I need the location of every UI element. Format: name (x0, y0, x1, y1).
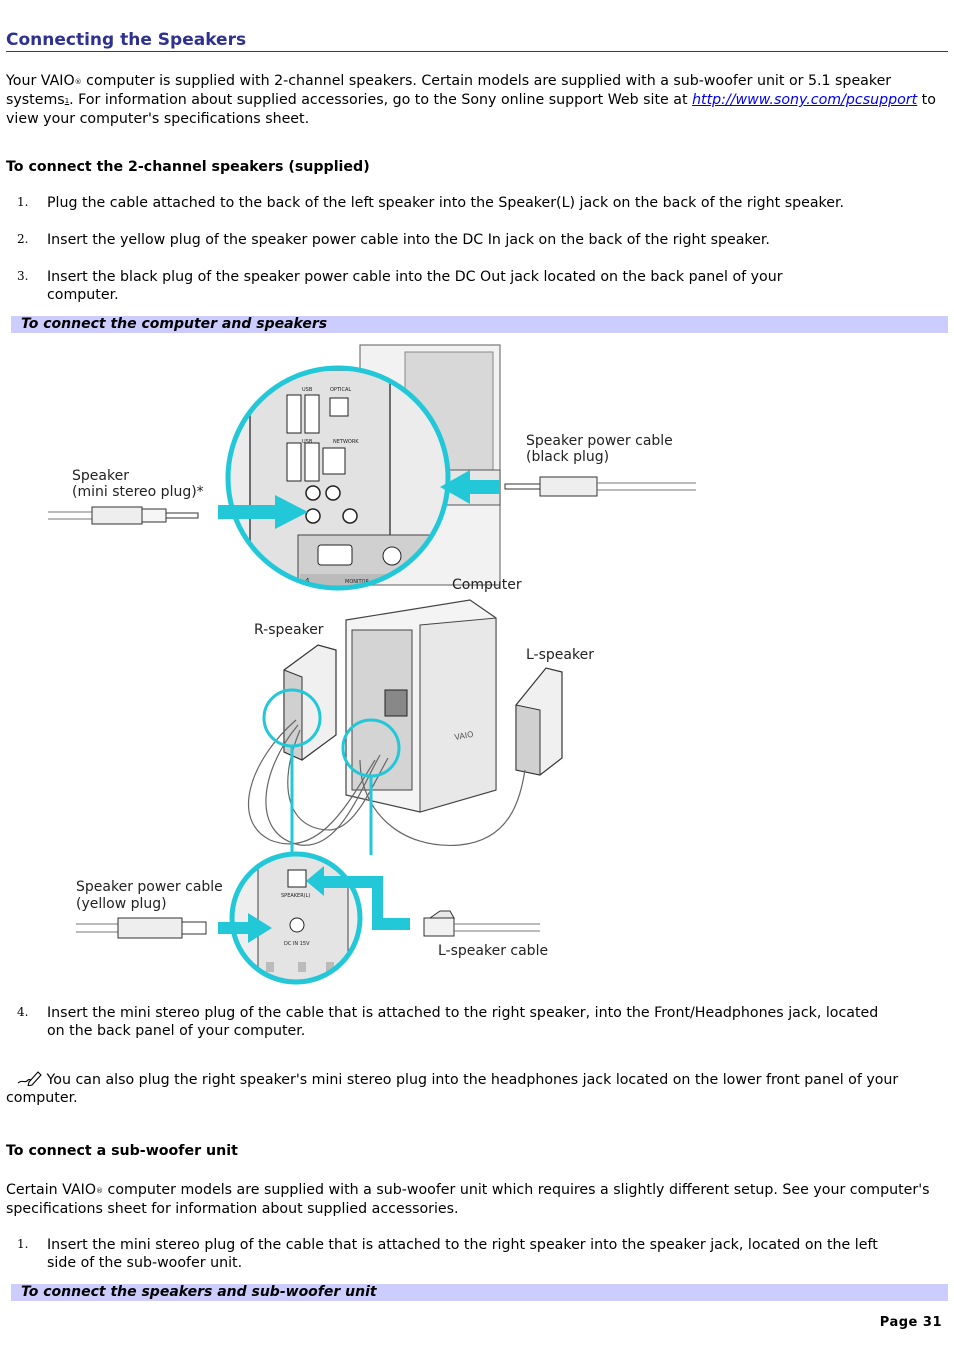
note-pencil-icon (17, 1071, 42, 1087)
step-text: Insert the yellow plug of the speaker po… (47, 232, 770, 248)
network-label: NETWORK (333, 439, 359, 445)
subwoofer-banner-text: To connect the speakers and sub-woofer u… (21, 1284, 377, 1300)
step-number: 1. (17, 195, 29, 209)
subwoofer-banner: To connect the speakers and sub-woofer u… (11, 1284, 948, 1301)
l-speaker (515, 667, 563, 776)
figure-banner-text: To connect the computer and speakers (21, 316, 328, 332)
usb-label-2: USB (302, 439, 313, 445)
label-speaker-2: (mini stereo plug)* (72, 484, 204, 500)
step-number: 4. (17, 1005, 29, 1019)
page-number: Page 31 (879, 1315, 942, 1330)
label-computer: Computer (452, 577, 522, 593)
label-r-speaker: R-speaker (254, 622, 324, 638)
computer-tower: VAIO (345, 599, 497, 813)
section-heading-2ch: To connect the 2-channel speakers (suppl… (6, 159, 370, 175)
intro-text-2: computer is supplied with 2-channel spea… (6, 73, 892, 108)
usb-label-1: USB (302, 387, 313, 393)
step-text: Plug the cable attached to the back of t… (47, 195, 845, 211)
yellow-power-plug (76, 917, 207, 939)
zoom-circle-computer: OPTICAL NETWORK USB USB 4 MONITOR (225, 365, 451, 591)
step-number: 1. (17, 1237, 29, 1251)
subwoofer-text-2: computer models are supplied with a sub-… (6, 1182, 930, 1217)
step-text: Insert the mini stereo plug of the cable… (47, 1237, 878, 1271)
intro-paragraph: Your VAIO® computer is supplied with 2-c… (6, 73, 936, 128)
panel-num-4: 4 (305, 577, 310, 585)
note-text: You can also plug the right speaker's mi… (6, 1072, 899, 1106)
dc-in-label: DC IN 15V (284, 941, 310, 947)
sony-support-link[interactable]: http://www.sony.com/pcsupport (692, 92, 918, 108)
vaio-logo: VAIO (454, 730, 474, 742)
page-title: Connecting the Speakers (6, 30, 948, 52)
subwoofer-text-1: Certain VAIO (6, 1182, 97, 1198)
intro-text-4: to view your computer's specifications s… (6, 92, 936, 127)
section-heading-subwoofer: To connect a sub-woofer unit (6, 1143, 238, 1159)
label-power-black-2: (black plug) (526, 449, 609, 465)
label-l-speaker-cable: L-speaker cable (438, 943, 548, 959)
intro-text-1: Your VAIO (6, 73, 75, 89)
registered-mark: ® (96, 1187, 104, 1195)
monitor-label: MONITOR (345, 579, 369, 585)
label-speaker-1: Speaker (72, 468, 129, 484)
figure-banner: To connect the computer and speakers (11, 316, 948, 333)
speaker-l-label: SPEAKER(L) (281, 893, 310, 899)
note-paragraph: You can also plug the right speaker's mi… (6, 1070, 931, 1107)
arrow-speaker-l (306, 866, 410, 930)
arrow-dc-in (218, 913, 272, 943)
label-power-yellow-1: Speaker power cable (76, 879, 223, 895)
registered-mark: ® (74, 78, 82, 86)
label-l-speaker: L-speaker (526, 647, 594, 663)
l-speaker-cable-plug (423, 910, 540, 937)
speaker-connection-diagram: DC OUT OPTICAL NETWORK USB USB 4 (48, 344, 696, 985)
black-power-plug (504, 476, 696, 497)
label-power-yellow-2: (yellow plug) (76, 896, 167, 912)
r-speaker (283, 644, 337, 761)
step-text: Insert the mini stereo plug of the cable… (47, 1005, 879, 1039)
label-power-black-1: Speaker power cable (526, 433, 673, 449)
arrow-speaker-jack (218, 495, 308, 529)
subwoofer-paragraph: Certain VAIO® computer models are suppli… (6, 1182, 936, 1218)
intro-text-3: . For information about supplied accesso… (69, 92, 693, 108)
arrow-dc-out (440, 470, 500, 504)
step-number: 3. (17, 269, 29, 283)
mini-stereo-plug (48, 506, 199, 525)
step-number: 2. (17, 232, 29, 246)
footnote-marker[interactable]: 1 (64, 97, 70, 105)
step-text: Insert the black plug of the speaker pow… (47, 269, 783, 303)
optical-label: OPTICAL (330, 387, 351, 393)
